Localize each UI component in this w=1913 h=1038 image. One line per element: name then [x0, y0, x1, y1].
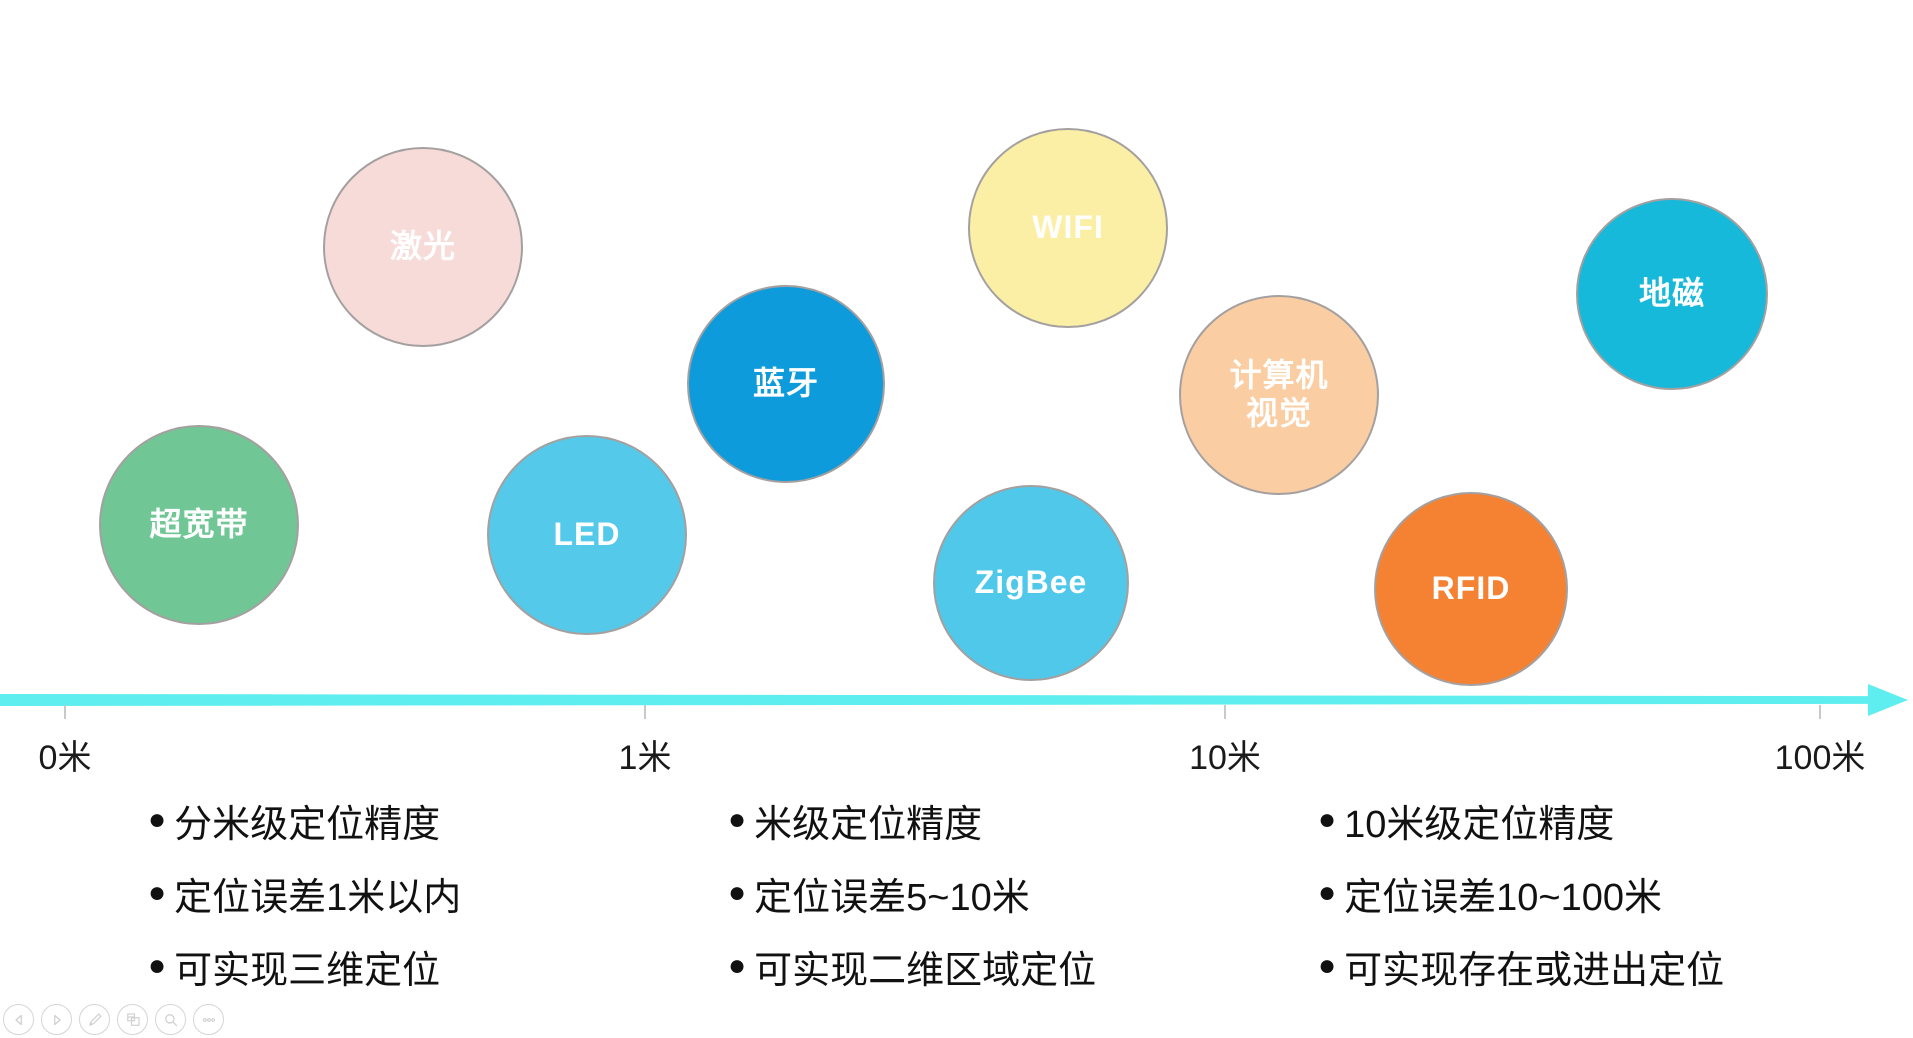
presentation-toolbar — [3, 1004, 224, 1035]
note-text: 可实现二维区域定位 — [754, 949, 1097, 992]
note-text: 定位误差5~10米 — [754, 876, 1030, 919]
pen-icon — [86, 1011, 104, 1029]
note-item: ●定位误差1米以内 — [148, 869, 461, 919]
bullet-icon: ● — [148, 803, 167, 836]
bubble-uwb: 超宽带 — [99, 425, 299, 625]
next-slide-button[interactable] — [41, 1004, 72, 1035]
note-text: 米级定位精度 — [754, 803, 983, 846]
axis-tick — [1224, 705, 1226, 719]
note-item: ●可实现三维定位 — [148, 942, 461, 992]
bubble-label-bluetooth: 蓝牙 — [752, 365, 819, 402]
note-text: 可实现存在或进出定位 — [1344, 949, 1725, 992]
more-button[interactable] — [193, 1004, 224, 1035]
note-item: ●米级定位精度 — [728, 796, 1096, 846]
bullet-icon: ● — [1318, 803, 1337, 836]
notes-column-3: ●10米级定位精度●定位误差10~100米●可实现存在或进出定位 — [1318, 796, 1724, 1015]
bubble-bluetooth: 蓝牙 — [687, 285, 885, 483]
note-text: 分米级定位精度 — [174, 803, 441, 846]
bubble-label-rfid: RFID — [1431, 570, 1511, 607]
note-item: ●可实现二维区域定位 — [728, 942, 1096, 992]
previous-slide-icon — [10, 1011, 28, 1029]
bullet-icon: ● — [728, 803, 747, 836]
bullet-icon: ● — [148, 949, 167, 982]
axis-line — [0, 694, 1875, 706]
note-item: ●10米级定位精度 — [1318, 796, 1724, 846]
bullet-icon: ● — [1318, 876, 1337, 909]
bubble-geomagnetic: 地磁 — [1576, 198, 1768, 390]
axis-tick — [64, 705, 66, 719]
axis-tick-label: 10米 — [1189, 739, 1261, 777]
note-text: 定位误差10~100米 — [1344, 876, 1662, 919]
note-text: 10米级定位精度 — [1344, 803, 1615, 846]
bubble-laser: 激光 — [323, 147, 523, 347]
axis-arrow-icon — [1868, 684, 1908, 716]
notes-column-2: ●米级定位精度●定位误差5~10米●可实现二维区域定位 — [728, 796, 1096, 1015]
note-text: 定位误差1米以内 — [174, 876, 462, 919]
zoom-icon — [162, 1011, 180, 1029]
bubble-label-led: LED — [553, 516, 621, 553]
axis-tick-label: 1米 — [618, 739, 672, 777]
axis-tick-label: 100米 — [1774, 739, 1866, 777]
bubble-zigbee: ZigBee — [933, 485, 1129, 681]
bubble-label-laser: 激光 — [389, 228, 456, 265]
slide-panel-icon — [124, 1011, 142, 1029]
bullet-icon: ● — [148, 876, 167, 909]
bubble-label-wifi: WIFI — [1032, 209, 1104, 246]
note-item: ●可实现存在或进出定位 — [1318, 942, 1724, 992]
slide-panel-button[interactable] — [117, 1004, 148, 1035]
previous-slide-button[interactable] — [3, 1004, 34, 1035]
bubble-computer-vision: 计算机视觉 — [1179, 295, 1379, 495]
next-slide-icon — [48, 1011, 66, 1029]
bullet-icon: ● — [1318, 949, 1337, 982]
bubble-label-computer-vision: 计算机视觉 — [1229, 357, 1329, 431]
bubble-wifi: WIFI — [968, 128, 1168, 328]
zoom-button[interactable] — [155, 1004, 186, 1035]
more-icon — [200, 1011, 218, 1029]
bubble-label-uwb: 超宽带 — [149, 506, 249, 543]
axis-tick — [644, 705, 646, 719]
axis-tick-label: 0米 — [38, 739, 92, 777]
axis-tick — [1819, 705, 1821, 719]
bubble-led: LED — [487, 435, 687, 635]
note-item: ●分米级定位精度 — [148, 796, 461, 846]
note-item: ●定位误差5~10米 — [728, 869, 1096, 919]
bubble-label-geomagnetic: 地磁 — [1638, 275, 1705, 312]
note-item: ●定位误差10~100米 — [1318, 869, 1724, 919]
bubble-label-zigbee: ZigBee — [974, 564, 1088, 601]
bubble-rfid: RFID — [1374, 492, 1568, 686]
note-text: 可实现三维定位 — [174, 949, 441, 992]
bullet-icon: ● — [728, 876, 747, 909]
pen-button[interactable] — [79, 1004, 110, 1035]
bullet-icon: ● — [728, 949, 747, 982]
notes-column-1: ●分米级定位精度●定位误差1米以内●可实现三维定位 — [148, 796, 461, 1015]
